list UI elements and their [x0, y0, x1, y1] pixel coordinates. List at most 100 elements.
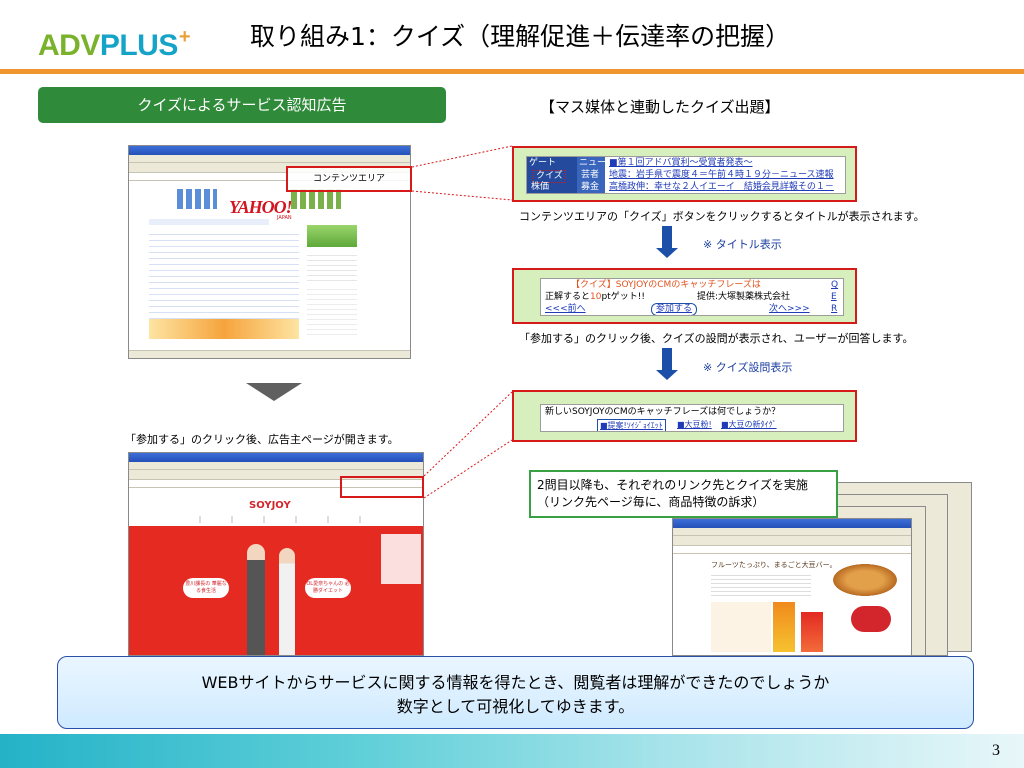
summary-line-1: WEBサイトからサービスに関する情報を得たとき、閲覧者は理解ができたのでしょうか	[201, 673, 830, 692]
side-popup	[381, 534, 421, 584]
bottom-banner	[149, 319, 299, 339]
tab-donation[interactable]: 募金	[581, 182, 600, 192]
soyjoy-logo: SOYJOY	[249, 500, 291, 511]
quiz-prev-link[interactable]: <<<前へ	[545, 304, 586, 314]
arrow-2-stem	[662, 348, 672, 370]
quiz-tab-inner: ゲート クイズ 株価 ニュース 芸者 募金 ■第１回アドバ賞利～受賞者発表～ 地…	[526, 156, 846, 194]
quiz-question-text: 新しいSOYJOYのCMのキャッチフレーズは何でしょうか？	[545, 407, 781, 417]
arrow-2-head	[656, 370, 678, 380]
browser-toolbar	[673, 536, 911, 546]
fruit-red-badge	[851, 606, 891, 632]
page-number: 3	[992, 742, 1000, 759]
man-figure	[247, 544, 265, 655]
quiz-title-text: 【クイズ】SOYJOYのCMのキャッチフレーズは	[571, 280, 761, 290]
browser-titlebar	[129, 146, 410, 155]
news-link-3[interactable]: 高橋政伸：幸せな２人イエーイ 結婚会見詳報その１－	[609, 182, 834, 192]
quiz-title-inner: 【クイズ】SOYJOYのCMのキャッチフレーズは 正解すると10ptゲット!! …	[540, 278, 844, 316]
summary-line-2: 数字として可視化してゆきます。	[396, 697, 635, 716]
browser-titlebar	[129, 453, 423, 462]
reward-points: 10	[590, 292, 602, 302]
badge-right: OL愛奈ちゃんの 必勝ダイエット	[305, 578, 351, 598]
logo-adv: ADV	[38, 29, 100, 62]
header-divider	[0, 69, 1024, 74]
quiz-title-panel: 【クイズ】SOYJOYのCMのキャッチフレーズは 正解すると10ptゲット!! …	[512, 268, 857, 324]
woman-figure	[279, 548, 295, 655]
footer-gradient-bar	[0, 734, 1024, 768]
browser-statusbar	[129, 350, 410, 358]
quiz-join-button[interactable]: 参加する	[651, 303, 698, 315]
note-question-display: ※ クイズ設問表示	[703, 361, 793, 374]
note-title-display: ※ タイトル表示	[703, 238, 782, 251]
browser-address-bar	[129, 480, 423, 488]
logo-plus: PLUS	[99, 29, 179, 62]
ad-banner-green	[307, 225, 357, 247]
yahoo-logo: YAHOO!	[229, 197, 293, 217]
news-link-1[interactable]: ■第１回アドバ賞利～受賞者発表～	[609, 158, 753, 168]
caption-join-click: 「参加する」のクリック後、クイズの設問が表示され、ユーザーが回答します。	[519, 332, 914, 345]
soyjoy-red-bar	[801, 612, 823, 652]
logo-plus-mark: +	[178, 26, 191, 48]
tab-column-2	[577, 157, 605, 193]
quiz-reward: 正解すると10ptゲット!!	[545, 292, 645, 303]
arrow-1-stem	[662, 226, 672, 248]
browser-toolbar	[129, 163, 410, 173]
soyjoy-nav	[169, 516, 379, 523]
yahoo-page: YAHOO! JAPAN	[129, 181, 410, 352]
tab-stock[interactable]: 株価	[531, 182, 550, 192]
yahoo-logo-area: YAHOO! JAPAN	[229, 197, 293, 221]
soyjoy-hero: 豊川課長の 華麗なる食生活 OL愛奈ちゃんの 必勝ダイエット	[129, 526, 423, 655]
reward-prefix: 正解すると	[545, 292, 591, 302]
quiz-question-panel: 新しいSOYJOYのCMのキャッチフレーズは何でしょうか？ ■提案!ｿｲｼﾞｮｲ…	[512, 390, 857, 442]
side-link-q[interactable]: Q	[831, 280, 839, 290]
badge-left: 豊川課長の 華麗なる食生活	[183, 578, 229, 598]
fruit-description	[711, 602, 771, 652]
caption-advertiser-page: 「参加する」のクリック後、広告主ページが開きます。	[125, 433, 399, 446]
quiz-option-1[interactable]: ■提案!ｿｲｼﾞｮｲｴｯﾄ	[597, 419, 666, 431]
tab-column-1	[527, 157, 577, 193]
yahoo-japan: JAPAN	[277, 215, 292, 221]
browser-address-bar	[673, 546, 911, 554]
green-note-line-1: 2問目以降も、それぞれのリンク先とクイズを実施	[537, 478, 808, 492]
tab-quiz[interactable]: クイズ	[533, 170, 566, 183]
summary-box: WEBサイトからサービスに関する情報を得たとき、閲覧者は理解ができたのでしょうか…	[57, 656, 974, 729]
soyjoy-page: SOYJOY 豊川課長の 華麗なる食生活 OL愛奈ちゃんの 必勝ダイエット	[129, 488, 423, 655]
search-bar	[149, 219, 269, 225]
soyjoy-quiz-highlight	[340, 476, 424, 498]
tab-geisha[interactable]: 芸者	[581, 170, 600, 180]
browser-titlebar	[673, 519, 911, 528]
tab-gate[interactable]: ゲート	[529, 158, 557, 168]
browser-menubar	[129, 155, 410, 163]
fruit-bar-screenshot: フルーツたっぷり、まるごと大豆バー。	[672, 518, 912, 656]
side-links	[307, 285, 357, 335]
mass-media-heading: 【マス媒体と連動したクイズ出題】	[540, 98, 780, 116]
soyjoy-screenshot: SOYJOY 豊川課長の 華麗なる食生活 OL愛奈ちゃんの 必勝ダイエット	[128, 452, 424, 656]
news-link-2[interactable]: 地震：岩手県で震度４＝午前４時１９分－ニュース速報	[609, 170, 834, 180]
side-link-e[interactable]: E	[831, 292, 837, 302]
tab-news[interactable]: ニュース	[579, 158, 615, 168]
side-link-r[interactable]: R	[831, 304, 838, 314]
browser-toolbar	[129, 470, 423, 480]
content-area-highlight: コンテンツエリア	[286, 166, 412, 192]
fruit-headline: フルーツたっぷり、まるごと大豆バー。	[711, 561, 837, 569]
advplus-logo: ADVPLUS+	[38, 20, 191, 63]
arrow-1-head	[656, 248, 678, 258]
quiz-tab-panel: ゲート クイズ 株価 ニュース 芸者 募金 ■第１回アドバ賞利～受賞者発表～ 地…	[512, 146, 857, 202]
browser-menubar	[129, 462, 423, 470]
quiz-sponsor: 提供:大塚製薬株式会社	[697, 292, 791, 302]
fruit-bar-image	[833, 564, 897, 596]
browser-menubar	[673, 528, 911, 536]
browser-address-bar	[129, 173, 410, 181]
green-note-box: 2問目以降も、それぞれのリンク先とクイズを実施 （リンク先ページ毎に、商品特徴の…	[529, 470, 838, 518]
quiz-next-link[interactable]: 次へ>>>	[769, 304, 810, 314]
down-triangle-arrow	[246, 383, 302, 401]
quiz-option-2[interactable]: ■大豆粉!	[677, 420, 712, 429]
quiz-question-inner: 新しいSOYJOYのCMのキャッチフレーズは何でしょうか？ ■提案!ｿｲｼﾞｮｲ…	[540, 404, 844, 432]
side-news	[307, 251, 357, 281]
quiz-option-3[interactable]: ■大豆の新ﾀｲｸﾞ	[721, 420, 777, 429]
slide-title: 取り組み1：クイズ（理解促進＋伝達率の把握）	[250, 22, 791, 51]
soyjoy-orange-bar	[773, 602, 795, 652]
section-label: クイズによるサービス認知広告	[38, 87, 446, 123]
green-note-line-2: （リンク先ページ毎に、商品特徴の訴求）	[537, 495, 765, 509]
caption-quiz-button: コンテンツエリアの「クイズ」ボタンをクリックするとタイトルが表示されます。	[519, 210, 925, 223]
